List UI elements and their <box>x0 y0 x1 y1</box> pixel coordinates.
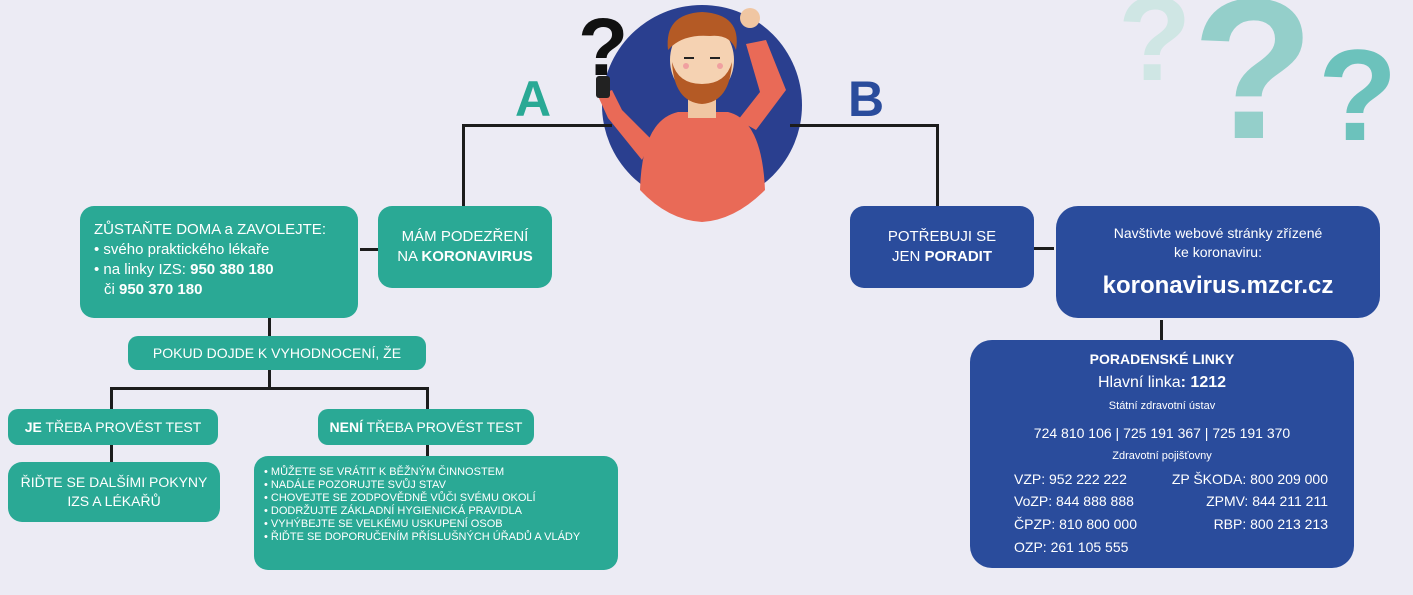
connector <box>1160 320 1163 340</box>
test-not-needed-text: NENÍ TŘEBA PROVÉST TEST <box>329 418 523 435</box>
list-item: • MŮŽETE SE VRÁTIT K BĚŽNÝM ČINNOSTEM <box>264 466 505 478</box>
stay-home-item: • svého praktického lékaře <box>94 241 270 258</box>
connector <box>110 387 113 409</box>
follow-instructions-line1: ŘIĎTE SE DALŠÍMI POKYNY <box>20 474 208 490</box>
question-mark-decoration: ? <box>1192 0 1315 181</box>
connector <box>936 124 939 206</box>
insurer-zpmv: ZPMV: 844 211 211 <box>1206 493 1328 509</box>
suspect-coronavirus-box: MÁM PODEZŘENÍ NA KORONAVIRUS <box>378 206 552 288</box>
website-url: koronavirus.mzcr.cz <box>1102 272 1334 299</box>
follow-instructions-line2: IZS A LÉKAŘŮ <box>67 493 161 509</box>
list-item: • ŘIĎTE SE DOPORUČENÍM PŘÍSLUŠNÝCH ÚŘADŮ… <box>264 531 581 543</box>
website-line2: ke koronaviru: <box>1174 244 1262 260</box>
person-illustration: ? <box>578 2 802 222</box>
connector <box>1034 247 1054 250</box>
stay-home-box: ZŮSTAŇTE DOMA a ZAVOLEJTE: • svého prakt… <box>80 206 358 318</box>
question-mark-decoration: ? <box>1118 0 1192 106</box>
website-box: Navštivte webové stránky zřízené ke koro… <box>1056 206 1380 318</box>
no-test-instructions-box: • MŮŽETE SE VRÁTIT K BĚŽNÝM ČINNOSTEM • … <box>254 456 618 570</box>
connector <box>268 318 271 336</box>
stay-home-title: ZŮSTAŇTE DOMA a ZAVOLEJTE: <box>94 221 326 238</box>
insurer-vozp: VoZP: 844 888 888 <box>1014 493 1134 509</box>
stay-home-item: • na linky IZS: 950 380 180 <box>94 261 274 278</box>
website-line1: Navštivte webové stránky zřízené <box>1113 225 1323 241</box>
connector <box>360 248 378 251</box>
list-item: • CHOVEJTE SE ZODPOVĚDNĚ VŮČI SVÉMU OKOL… <box>264 492 536 504</box>
insurers-label: Zdravotní pojišťovny <box>1112 450 1212 462</box>
suspect-line2: NA KORONAVIRUS <box>397 248 533 265</box>
advice-box: POTŘEBUJI SE JEN PORADIT <box>850 206 1034 288</box>
question-mark-decoration: ? <box>1318 22 1398 168</box>
connector <box>426 445 429 457</box>
option-a-label: A <box>515 71 552 127</box>
connector <box>462 124 465 206</box>
test-needed-box: JE TŘEBA PROVÉST TEST <box>8 409 218 445</box>
insurer-cpzp: ČPZP: 810 800 000 <box>1014 516 1137 532</box>
advice-line1: POTŘEBUJI SE <box>887 228 997 245</box>
evaluation-text: POKUD DOJDE K VYHODNOCENÍ, ŽE <box>152 344 402 361</box>
insurer-zp-skoda: ZP ŠKODA: 800 209 000 <box>1171 471 1328 487</box>
follow-instructions-box: ŘIĎTE SE DALŠÍMI POKYNY IZS A LÉKAŘŮ <box>8 462 220 522</box>
advice-line2: JEN PORADIT <box>891 248 992 265</box>
stay-home-item: či 950 370 180 <box>104 281 203 298</box>
hotlines-box: PORADENSKÉ LINKY Hlavní linka: 1212 Stát… <box>970 340 1354 568</box>
szu-label: Státní zdravotní ústav <box>1108 400 1216 412</box>
connector <box>110 445 113 463</box>
main-hotline: Hlavní linka: 1212 <box>1097 374 1227 391</box>
connector <box>268 370 271 388</box>
szu-numbers: 724 810 106 | 725 191 367 | 725 191 370 <box>1033 425 1291 441</box>
list-item: • DODRŽUJTE ZÁKLADNÍ HYGIENICKÁ PRAVIDLA <box>264 505 522 517</box>
suspect-line1: MÁM PODEZŘENÍ <box>401 228 529 245</box>
evaluation-box: POKUD DOJDE K VYHODNOCENÍ, ŽE <box>128 336 426 370</box>
test-not-needed-box: NENÍ TŘEBA PROVÉST TEST <box>318 409 534 445</box>
connector <box>426 387 429 409</box>
list-item: • NADÁLE POZORUJTE SVŮJ STAV <box>264 479 446 491</box>
hotlines-title: PORADENSKÉ LINKY <box>1089 351 1235 367</box>
connector <box>790 124 938 127</box>
insurer-rbp: RBP: 800 213 213 <box>1213 516 1328 532</box>
connector <box>462 124 612 127</box>
connector <box>110 387 428 390</box>
insurer-vzp: VZP: 952 222 222 <box>1014 471 1127 487</box>
insurer-ozp: OZP: 261 105 555 <box>1014 539 1129 555</box>
test-needed-text: JE TŘEBA PROVÉST TEST <box>24 418 202 435</box>
list-item: • VYHÝBEJTE SE VELKÉMU USKUPENÍ OSOB <box>264 518 503 530</box>
option-b-label: B <box>848 71 885 127</box>
